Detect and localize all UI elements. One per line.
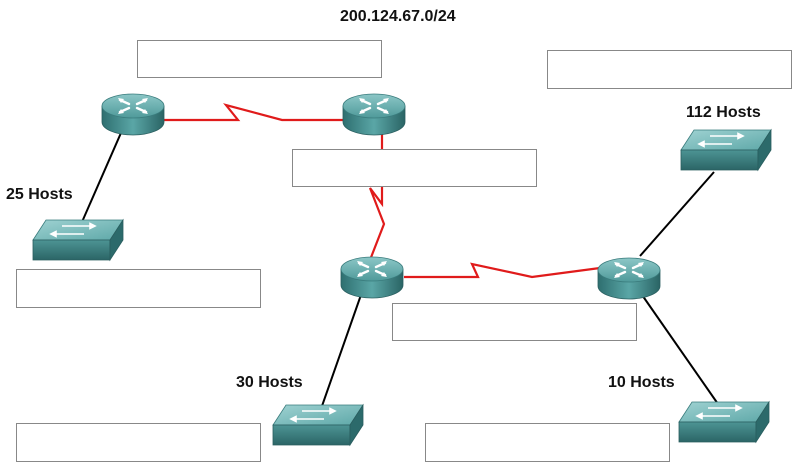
router-icon[interactable] — [339, 255, 405, 300]
router-icon[interactable] — [341, 92, 407, 137]
answer-box-left-lan[interactable] — [16, 269, 261, 308]
answer-box-top-center[interactable] — [137, 40, 382, 78]
answer-box-center-serial[interactable] — [292, 149, 537, 187]
switch-icon[interactable] — [680, 129, 772, 171]
hosts-label-10: 10 Hosts — [608, 374, 675, 391]
switch-icon[interactable] — [32, 219, 124, 261]
network-address-label: 200.124.67.0/24 — [340, 8, 456, 25]
answer-box-top-right[interactable] — [547, 50, 792, 89]
link-router4-switch-10 — [639, 291, 719, 405]
hosts-label-30: 30 Hosts — [236, 374, 303, 391]
link-router4-switch-112 — [639, 171, 715, 257]
answer-box-bottom-left[interactable] — [16, 423, 261, 462]
link-router3-switch-30 — [321, 291, 363, 407]
switch-icon[interactable] — [678, 401, 770, 443]
answer-box-bottom-right[interactable] — [425, 423, 670, 462]
hosts-label-112: 112 Hosts — [686, 104, 761, 121]
router-icon[interactable] — [100, 92, 166, 137]
switch-icon[interactable] — [272, 404, 364, 446]
serial-link-router3-router4 — [404, 262, 601, 279]
hosts-label-25: 25 Hosts — [6, 186, 73, 203]
serial-link-router1-router2 — [162, 103, 348, 122]
link-router1-switch-25 — [81, 125, 125, 223]
ethernet-links — [81, 125, 719, 407]
answer-box-bottom-serial[interactable] — [392, 303, 637, 341]
router-icon[interactable] — [596, 256, 662, 301]
